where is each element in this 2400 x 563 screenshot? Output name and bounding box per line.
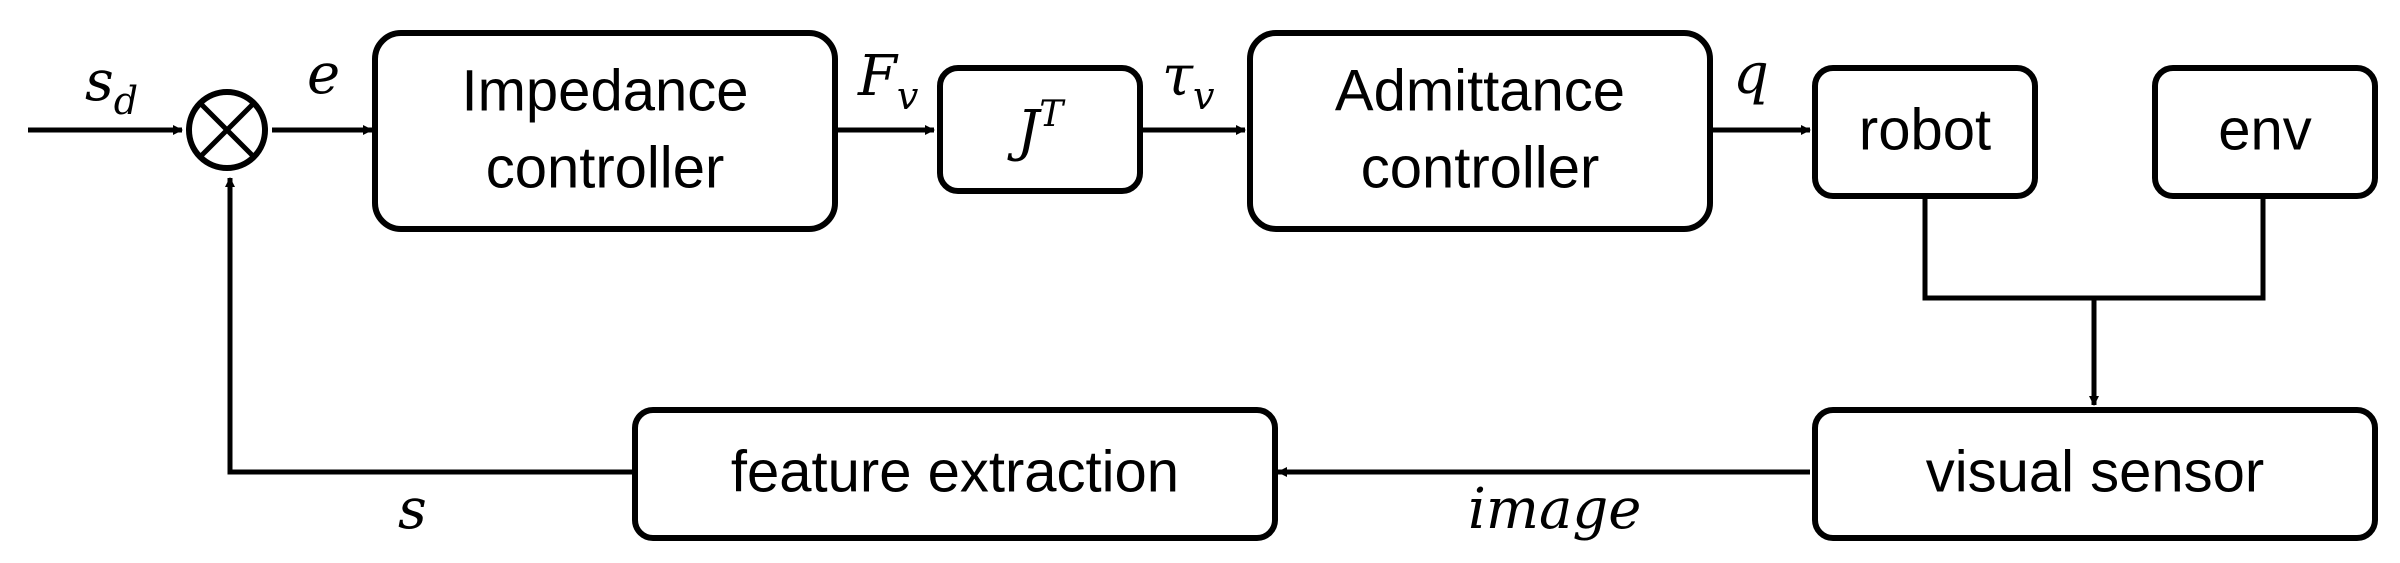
signal-sd-base: s xyxy=(85,49,114,114)
admittance-controller-block: Admittance controller xyxy=(1247,30,1713,232)
signal-image-label: image xyxy=(1468,477,1641,542)
signal-tau-base: τ xyxy=(1162,44,1194,109)
signal-sd-subscript: d xyxy=(114,79,138,123)
feature-extraction-block: feature extraction xyxy=(632,407,1278,541)
admittance-controller-label-line2: controller xyxy=(1361,135,1600,200)
signal-s-label: s xyxy=(398,477,427,542)
signal-e-label: e xyxy=(307,42,340,107)
admittance-controller-label-line1: Admittance xyxy=(1335,58,1625,123)
impedance-controller-block: Impedance controller xyxy=(372,30,838,232)
env-label: env xyxy=(2218,97,2312,162)
signal-fv-label: Fv xyxy=(857,44,919,118)
feedback-s-wire xyxy=(225,177,632,475)
signal-sd-label: sd xyxy=(85,49,138,123)
jacobian-superscript: T xyxy=(1039,94,1066,135)
robot-block: robot xyxy=(1812,65,2038,199)
visual-sensor-block: visual sensor xyxy=(1812,407,2378,541)
env-block: env xyxy=(2152,65,2378,199)
jacobian-transpose-block: JT xyxy=(937,65,1143,194)
robot-label: robot xyxy=(1859,97,1991,162)
signal-q-label: q xyxy=(1733,42,1769,107)
robot-env-merge-wire xyxy=(1922,198,2266,301)
jacobian-transpose-label: JT xyxy=(1007,94,1066,164)
impedance-controller-label-line1: Impedance xyxy=(462,58,749,123)
impedance-controller-label-line2: controller xyxy=(486,135,725,200)
signal-fv-base: F xyxy=(857,44,899,109)
signal-tau-subscript: v xyxy=(1193,74,1215,118)
signal-fv-subscript: v xyxy=(897,74,919,118)
signal-tau-label: τv xyxy=(1162,44,1215,118)
summing-junction xyxy=(186,89,268,171)
feature-extraction-label: feature extraction xyxy=(731,439,1179,504)
visual-sensor-label: visual sensor xyxy=(1926,439,2264,504)
